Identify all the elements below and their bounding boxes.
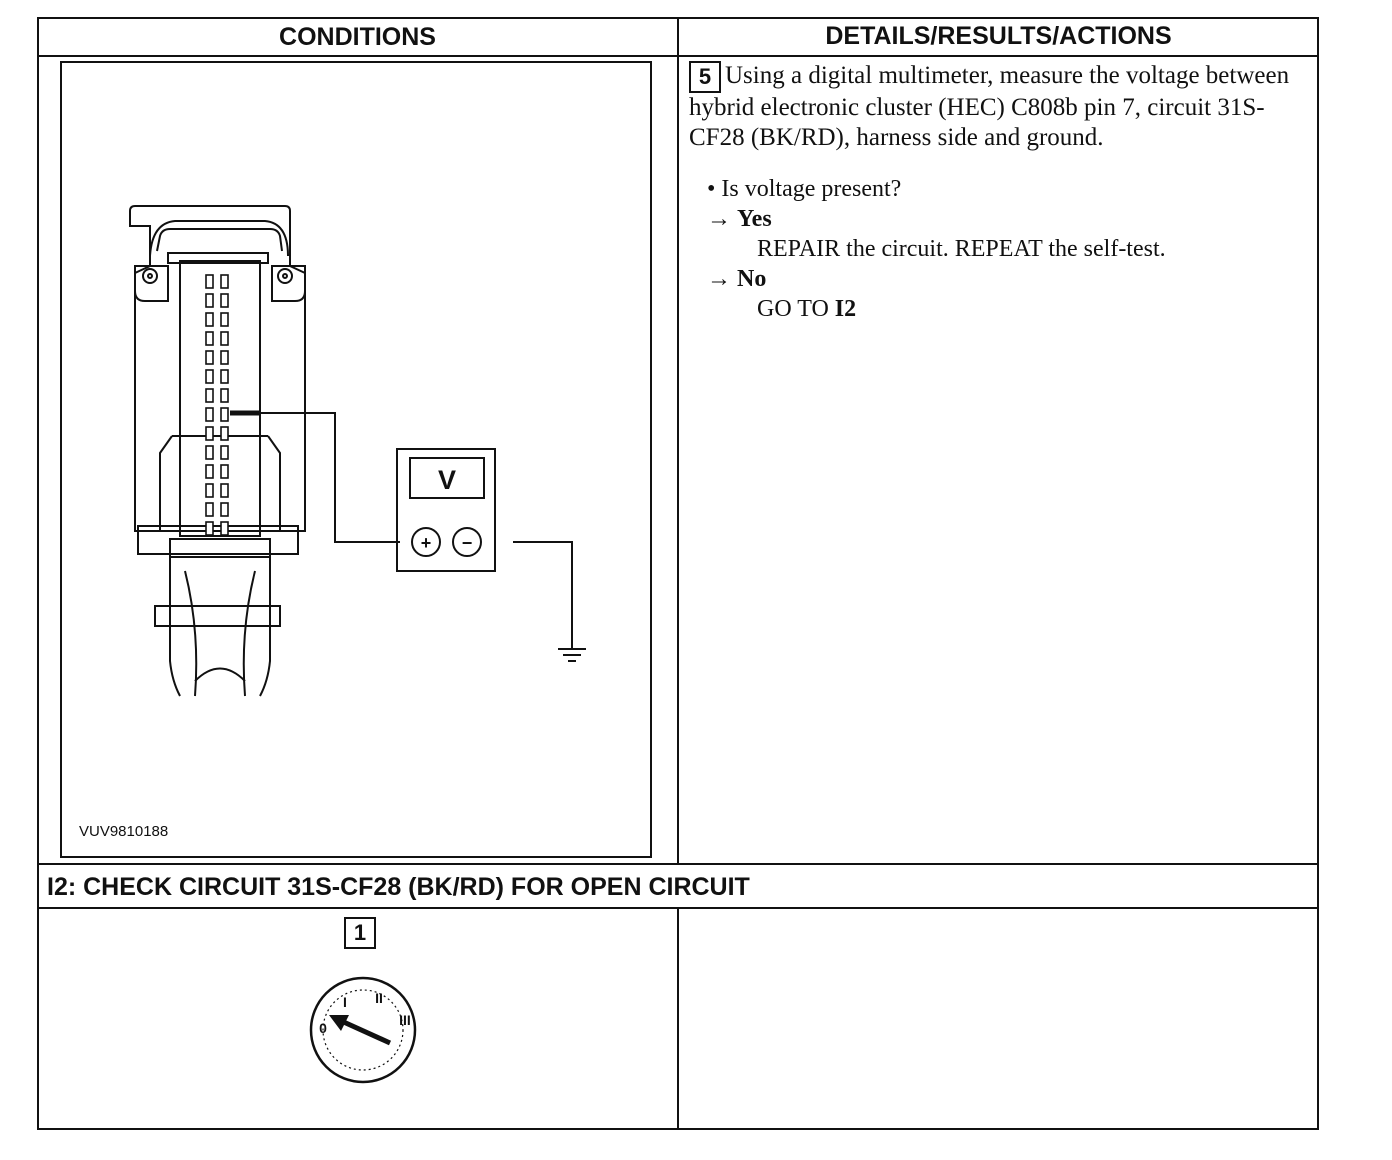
- details-header: DETAILS/RESULTS/ACTIONS: [825, 22, 1172, 50]
- table-grid: [37, 17, 1319, 1130]
- multimeter: [396, 448, 496, 572]
- figure-frame: [60, 61, 652, 858]
- positive-lead: [260, 412, 400, 543]
- meter-label: V: [438, 465, 456, 495]
- no-action-link: I2: [834, 296, 857, 322]
- minus-symbol: −: [462, 533, 473, 553]
- ignition-pos-1: I: [343, 994, 347, 1010]
- i2-step-number-badge: 1: [344, 917, 376, 949]
- step5-instruction: Using a digital multimeter, measure the …: [689, 62, 1290, 151]
- connector-shell: [129, 205, 306, 532]
- connector-diagram: V + −: [129, 205, 586, 697]
- yes-arrow-icon: →: [707, 206, 731, 232]
- step-number-badge: 5: [689, 61, 721, 93]
- plus-terminal: [411, 527, 441, 557]
- pin-cavities: [205, 274, 229, 536]
- yes-row: → Yes: [707, 204, 1166, 234]
- no-arrow-icon: →: [707, 266, 731, 292]
- plus-symbol: +: [421, 533, 432, 553]
- question-text: • Is voltage present?: [707, 176, 902, 202]
- section-i2-title: I2: CHECK CIRCUIT 31S-CF28 (BK/RD) FOR O…: [47, 873, 750, 901]
- yes-action: REPAIR the circuit. REPEAT the self-test…: [757, 236, 1166, 262]
- ignition-switch-icon: 0 I II III: [309, 976, 417, 1084]
- yes-label: Yes: [737, 206, 772, 232]
- no-row: → No: [707, 264, 1166, 294]
- diagnostic-page: CONDITIONS DETAILS/RESULTS/ACTIONS: [37, 17, 1319, 1130]
- no-label: No: [737, 266, 767, 292]
- negative-lead: [513, 541, 573, 649]
- no-action: GO TO I2: [757, 296, 857, 322]
- conditions-header: CONDITIONS: [279, 23, 436, 51]
- ignition-pos-3: III: [399, 1012, 411, 1028]
- ignition-pos-2: II: [375, 990, 383, 1006]
- minus-terminal: [452, 527, 482, 557]
- figure-code: VUV9810188: [79, 823, 169, 840]
- ignition-pos-0: 0: [319, 1020, 327, 1036]
- step5-results: • Is voltage present? → Yes REPAIR the c…: [707, 174, 1166, 324]
